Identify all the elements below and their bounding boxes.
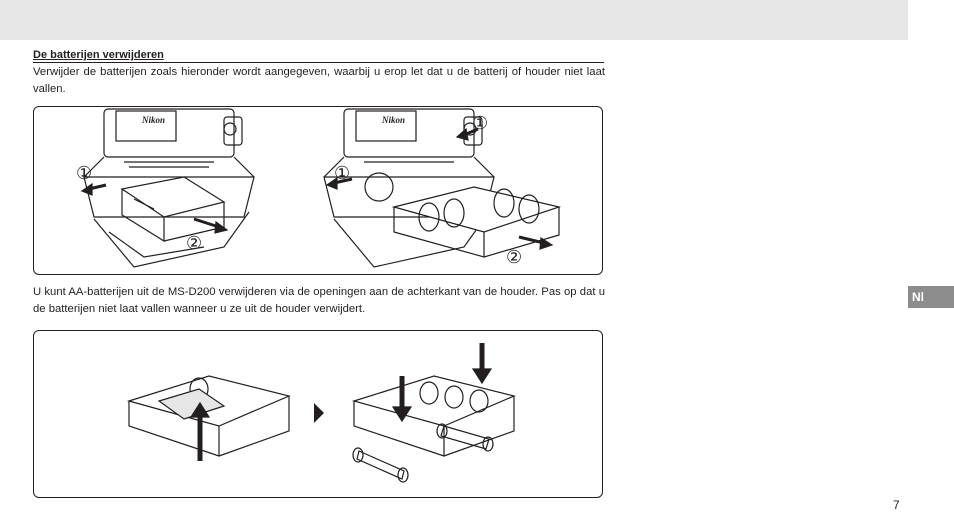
aa-holder-right-2 bbox=[351, 375, 516, 457]
header-band bbox=[0, 0, 908, 40]
section-heading: De batterijen verwijderen bbox=[33, 48, 604, 63]
step-2-label-right: ② bbox=[506, 247, 522, 268]
next-step-arrow bbox=[314, 403, 324, 423]
camera-brand-right: Nikon bbox=[381, 115, 405, 125]
camera-body-left bbox=[83, 108, 255, 268]
aa-holder-right bbox=[391, 186, 562, 258]
arrow-up-left bbox=[189, 401, 211, 461]
arrow-down-right-a bbox=[391, 376, 413, 423]
intro-paragraph: Verwijder de batterijen zoals hieronder … bbox=[33, 66, 605, 95]
step-1-label-right-b: ① bbox=[334, 163, 350, 184]
figure-remove-battery-illustration: Nikon Nikon ① ② ① ① ② bbox=[76, 108, 562, 268]
aa-battery-a bbox=[352, 447, 409, 483]
aa-battery-b bbox=[436, 423, 494, 452]
figure-remove-aa-illustration bbox=[126, 343, 516, 483]
step-1-label-left: ① bbox=[76, 163, 92, 184]
language-tab: Nl bbox=[908, 286, 954, 308]
figure-remove-aa bbox=[33, 330, 603, 498]
camera-brand-left: Nikon bbox=[141, 115, 165, 125]
arrow-right-1b bbox=[325, 176, 353, 190]
step-2-label-left: ② bbox=[186, 233, 202, 254]
arrow-left-2 bbox=[193, 217, 229, 234]
arrow-right-1a bbox=[455, 127, 479, 141]
arrow-left-1 bbox=[80, 182, 107, 196]
arrow-down-right-b bbox=[471, 343, 493, 385]
page-number: 7 bbox=[893, 498, 900, 512]
aa-holder-left bbox=[126, 375, 291, 457]
battery-left bbox=[120, 176, 226, 243]
figure-remove-battery: Nikon Nikon ① ② ① ① ② bbox=[33, 106, 603, 275]
arrow-right-2 bbox=[518, 235, 554, 250]
aa-paragraph: U kunt AA-batterijen uit de MS-D200 verw… bbox=[33, 286, 605, 315]
step-1-label-right-a: ① bbox=[472, 113, 488, 134]
